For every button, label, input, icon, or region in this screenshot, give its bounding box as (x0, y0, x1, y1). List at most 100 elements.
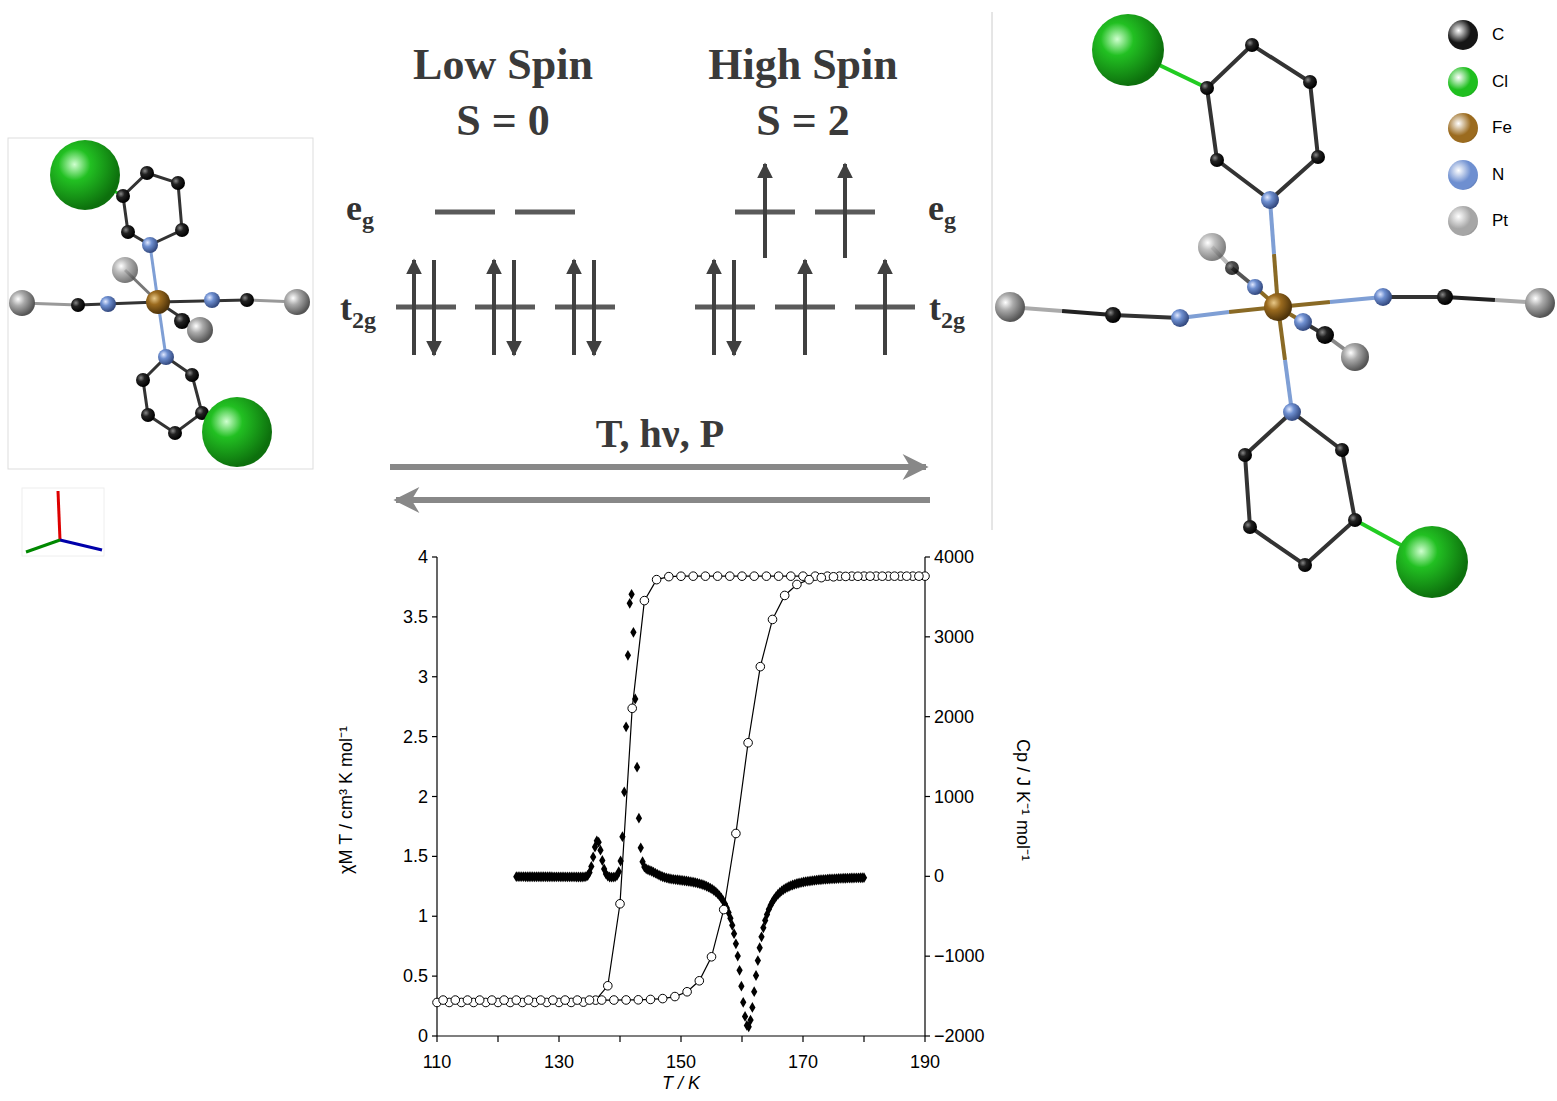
chi-t-point (439, 996, 448, 1005)
low-spin-molecule (50, 140, 120, 210)
tick-marks (432, 856, 437, 857)
high-spin-molecule (1171, 309, 1189, 327)
cp-point (733, 938, 739, 949)
tick-marks (432, 556, 437, 557)
cp-point (861, 872, 867, 883)
electron-arrows (512, 260, 516, 355)
tick-label: 150 (666, 1052, 696, 1073)
high-spin-molecule (1311, 150, 1325, 164)
cp-point (630, 627, 636, 638)
axes-gizmo (60, 540, 102, 550)
cp-point (742, 1011, 748, 1022)
chi-t-point (561, 996, 570, 1005)
tick-marks (925, 1035, 930, 1036)
cp-point (747, 1015, 753, 1026)
chi-t-point (616, 899, 625, 908)
high-spin-molecule (1200, 81, 1214, 95)
cp-point (751, 986, 757, 997)
tick-marks (680, 1036, 681, 1042)
tick-marks (925, 876, 930, 877)
tick-marks (432, 557, 930, 1042)
chi-t-point (701, 572, 710, 581)
orbital-levels (515, 210, 575, 215)
chi-t-point (622, 996, 631, 1005)
high-spin-molecule (1225, 261, 1239, 275)
tick-label: 110 (423, 1052, 452, 1073)
legend-entry: Pt (1448, 198, 1512, 245)
chi-t-points (433, 572, 930, 1007)
low-spin-molecule (175, 223, 189, 237)
legend-label: Cl (1492, 72, 1508, 92)
electron-arrows (883, 260, 887, 355)
tick-marks (925, 796, 930, 797)
axes-gizmo (22, 488, 104, 556)
tick-marks (432, 736, 437, 737)
cp-point (757, 942, 763, 953)
chi-t-point (695, 976, 704, 985)
high-spin-molecule (1247, 279, 1263, 295)
low-spin-molecule (240, 293, 254, 307)
cp-point (755, 955, 761, 966)
chi-t-point (866, 572, 875, 581)
equilibrium-arrows (396, 497, 930, 503)
low-spin-molecule (158, 300, 247, 302)
orbital-label: t2g (340, 287, 376, 334)
high-spin-molecule (1374, 288, 1392, 306)
high-spin-molecule (1261, 191, 1279, 209)
low-spin-molecule (168, 426, 182, 440)
tick-label: 3.5 (403, 606, 428, 627)
chi-t-point (549, 996, 558, 1005)
cp-point (617, 856, 623, 867)
tick-marks (925, 636, 930, 637)
high-spin-molecule (1283, 403, 1301, 421)
chi-t-point (805, 575, 814, 584)
low-spin-molecule (146, 290, 170, 314)
low-spin-molecule (22, 173, 297, 433)
low-spin-molecule (171, 176, 185, 190)
tick-label: −2000 (934, 1026, 985, 1047)
tick-label: 4000 (934, 547, 974, 568)
high-spin-molecule (1335, 443, 1349, 457)
low-spin-molecule (9, 290, 35, 316)
electron-arrows (572, 260, 576, 355)
legend-swatch (1448, 20, 1478, 50)
tick-marks (497, 1036, 498, 1042)
low-spin-molecule (116, 189, 130, 203)
legend-swatch (1448, 206, 1478, 236)
cp-point (731, 928, 737, 939)
low-spin-molecule (140, 166, 154, 180)
high-spin-molecule (995, 292, 1025, 322)
orbital-levels (695, 305, 755, 310)
chi-t-point (726, 572, 735, 581)
chi-t-point (585, 996, 594, 1005)
tick-marks (925, 716, 930, 717)
electron-arrows (414, 164, 885, 355)
cp-point (590, 852, 596, 863)
chi-t-point (610, 996, 619, 1005)
electron-arrows (803, 260, 807, 355)
tick-marks (741, 1036, 742, 1042)
legend-label: Pt (1492, 211, 1508, 231)
chi-t-point (780, 591, 789, 600)
high-spin-molecule (1113, 315, 1180, 318)
chi-t-point (646, 995, 655, 1004)
chi-t-point (878, 572, 887, 581)
high-spin-molecule (1245, 412, 1355, 565)
chi-t-point (902, 572, 911, 581)
chi-t-point (768, 615, 777, 624)
low-spin-molecule (136, 373, 150, 387)
chi-t-point (738, 572, 747, 581)
spin-quantum-number: S = 2 (756, 95, 850, 146)
cp-point (619, 831, 625, 842)
cp-point (740, 997, 746, 1008)
chi-t-point (512, 996, 521, 1005)
chi-t-point (475, 996, 484, 1005)
high-spin-molecule (1316, 326, 1334, 344)
legend-swatch (1448, 113, 1478, 143)
spin-state-title: High Spin (708, 39, 898, 90)
equilibrium-arrows (390, 464, 926, 470)
tick-marks (432, 676, 437, 677)
cp-point (749, 1002, 755, 1013)
high-spin-molecule (1298, 558, 1312, 572)
